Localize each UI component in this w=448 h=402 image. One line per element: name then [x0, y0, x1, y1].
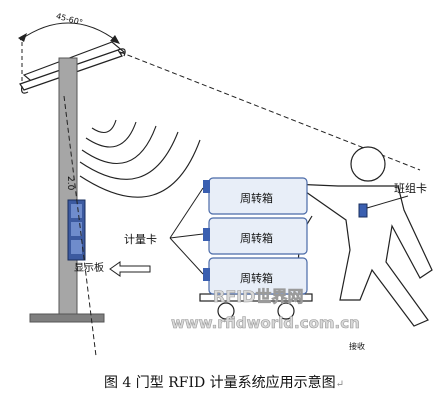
- crate-bottom: 周转箱: [203, 257, 308, 295]
- person: [291, 146, 433, 327]
- radio-waves: [79, 119, 201, 198]
- display-board: [67, 199, 86, 261]
- display-board-label: 显示板: [74, 261, 104, 274]
- crate-top-label: 周转箱: [240, 191, 273, 205]
- watermark-line2: www.rfidworld.com.cn: [171, 314, 360, 332]
- angle-arc: [19, 22, 119, 43]
- counting-card-label: 计量卡: [124, 233, 157, 246]
- pole-base: [29, 313, 105, 323]
- team-card-label: 班组卡: [394, 181, 427, 195]
- figure-caption: 图 4 门型 RFID 计量系统应用示意图↵: [0, 372, 448, 392]
- crate-top: 周转箱: [203, 177, 308, 215]
- crate-bottom-label: 周转箱: [240, 271, 273, 285]
- caption-text: 图 4 门型 RFID 计量系统应用示意图: [103, 375, 336, 391]
- angle-arrow-left: [18, 33, 27, 42]
- team-card-pointer: [366, 195, 409, 209]
- coverage-line-bottom: [63, 95, 97, 357]
- display-arrow: [109, 261, 151, 277]
- crate-middle: 周转箱: [203, 217, 308, 255]
- angle-label: 45-60°: [55, 12, 84, 28]
- crate-middle-label: 周转箱: [240, 231, 273, 245]
- counting-card-pointers: [169, 187, 204, 275]
- return-mark: ↵: [335, 379, 345, 390]
- team-card: [358, 203, 368, 218]
- height-label: 2.0: [65, 176, 75, 191]
- receive-label: 接收: [349, 341, 365, 351]
- watermark-line1: RFID世界网: [213, 287, 304, 306]
